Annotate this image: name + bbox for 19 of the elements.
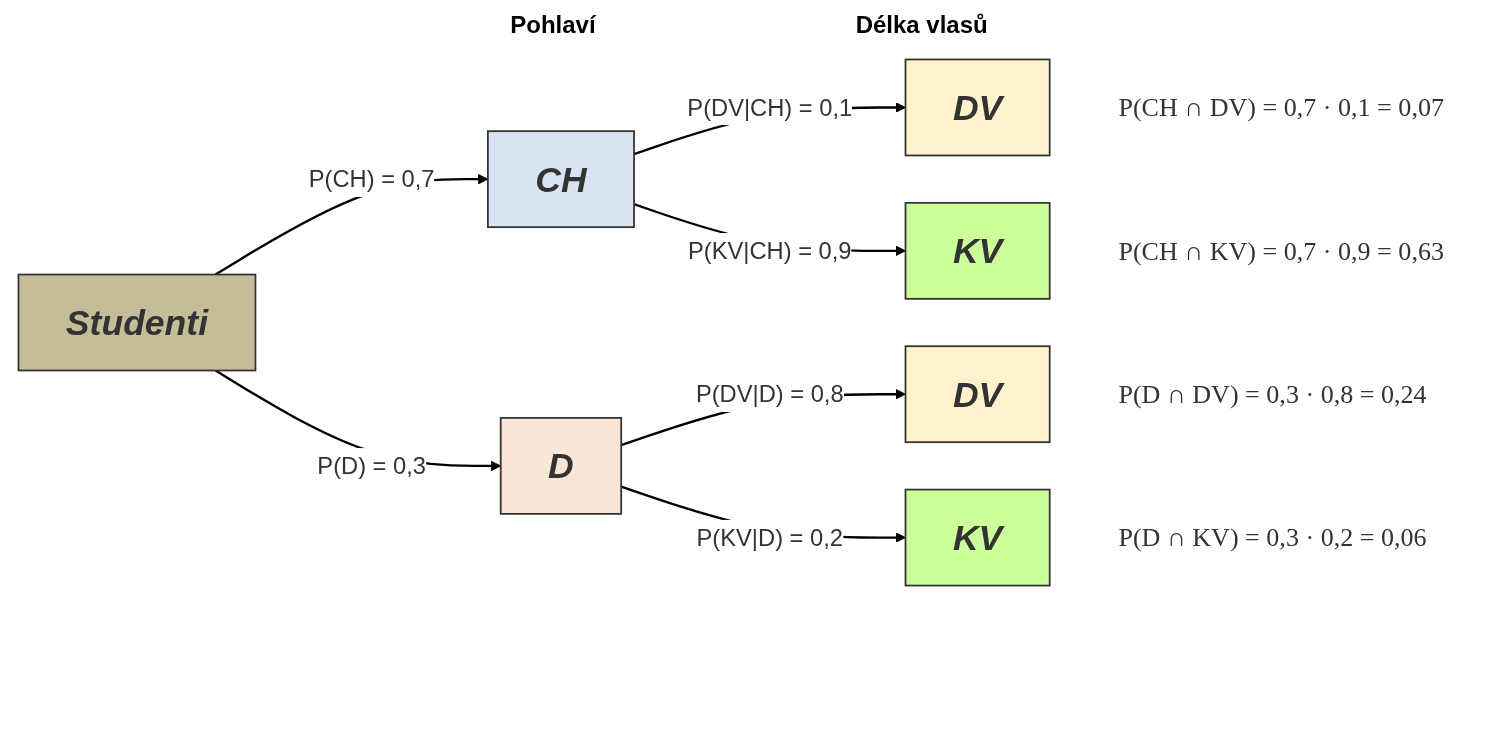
edge-label: P(D) = 0,3	[317, 452, 426, 479]
node-label: P(D ∩ KV) = 0,3 · 0,2 = 0,06	[1118, 522, 1427, 553]
edge-label: P(DV|D) = 0,8	[695, 381, 844, 408]
node-box: Studenti	[17, 273, 257, 372]
edge-label: P(KV|D) = 0,2	[696, 524, 843, 551]
edge-label: P(DV|CH) = 0,1	[687, 94, 853, 121]
node-box: D	[499, 417, 623, 515]
node-box: CH	[487, 130, 635, 229]
node-box: DV	[904, 345, 1051, 444]
edge-label: P(CH) = 0,7	[308, 166, 435, 193]
column-heading: Pohlaví	[510, 11, 596, 39]
node-label: P(CH ∩ KV) = 0,7 · 0,9 = 0,63	[1118, 236, 1444, 266]
node-box: DV	[904, 58, 1051, 157]
node-box: KV	[904, 488, 1051, 587]
column-heading: Délka vlasů	[855, 11, 988, 39]
node-box: KV	[904, 201, 1051, 300]
node-label: P(CH ∩ DV) = 0,7 · 0,1 = 0,07	[1118, 92, 1444, 123]
edge-label: P(KV|CH) = 0,9	[687, 237, 852, 264]
node-label: P(D ∩ DV) = 0,3 · 0,8 = 0,24	[1118, 379, 1427, 410]
